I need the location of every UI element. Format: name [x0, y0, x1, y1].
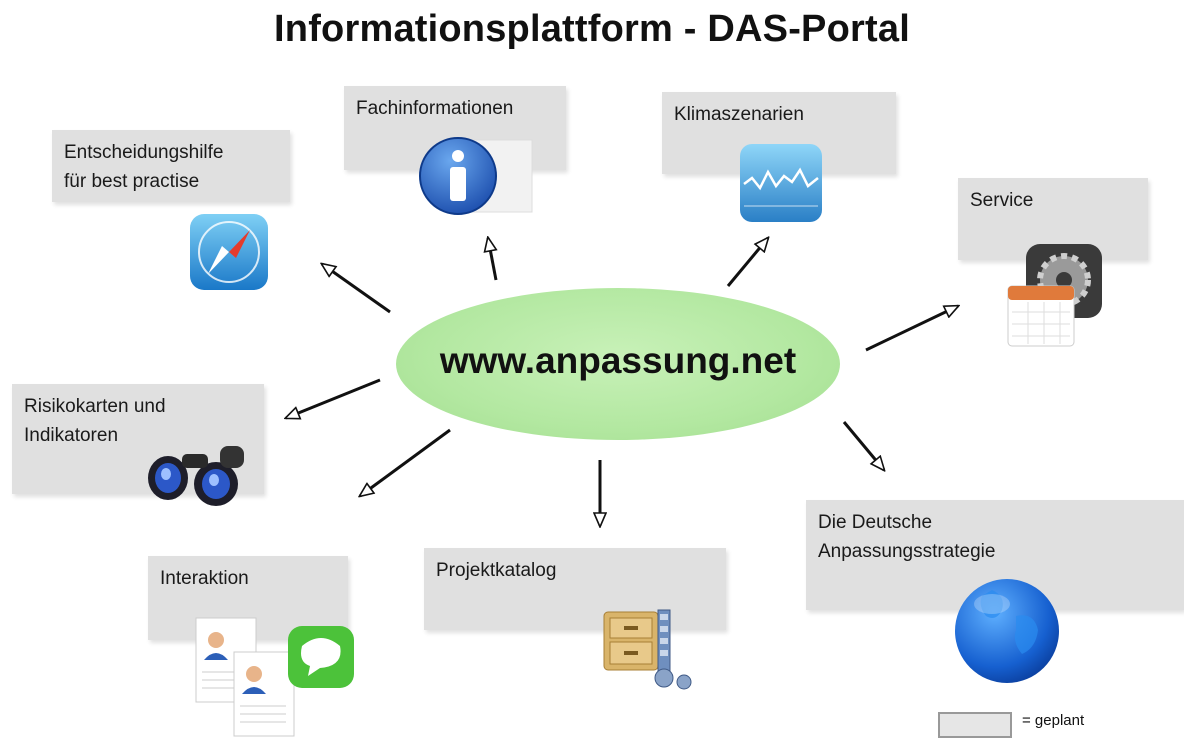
node-entscheidungshilfe: Entscheidungshilfe für best practise	[52, 130, 290, 202]
arrow-to-fachinformationen	[488, 238, 496, 281]
arrow-to-service	[865, 304, 958, 352]
archive-icon	[603, 609, 692, 690]
hub-ellipse	[396, 288, 840, 440]
legend-label: = geplant	[1022, 712, 1085, 729]
node-label: Interaktion	[160, 568, 249, 589]
node-label: Service	[970, 190, 1034, 211]
node-label: Risikokarten und Indikatoren	[24, 396, 166, 446]
node-klimaszenarien: Klimaszenarien	[662, 92, 896, 174]
globe-icon	[955, 579, 1059, 683]
gear-calendar-icon	[1007, 244, 1102, 347]
compass-icon	[190, 214, 268, 290]
legend-box-geplant	[938, 712, 1012, 738]
arrow-to-klimaszenarien	[726, 238, 768, 287]
info-icon	[419, 137, 533, 215]
chart-icon	[740, 144, 822, 222]
arrow-to-entscheidungshilfe	[322, 264, 391, 314]
arrow-to-risikokarten	[286, 378, 381, 418]
node-projektkatalog: Projektkatalog	[424, 548, 726, 630]
node-label: Entscheidungshilfe für best practise	[64, 142, 224, 192]
binoculars-icon	[148, 446, 244, 506]
hub-label: www.anpassung.net	[439, 340, 797, 381]
arrow-to-anpassungsstrategie	[842, 421, 884, 470]
arrow-to-interaktion	[360, 428, 451, 496]
node-label: Fachinformationen	[356, 98, 514, 119]
diagram-title: Informationsplattform - DAS-Portal	[274, 8, 910, 50]
people-message-icon	[195, 617, 354, 737]
node-label: Klimaszenarien	[674, 104, 804, 125]
node-label: Projektkatalog	[436, 560, 557, 581]
node-label: Die Deutsche Anpassungsstrategie	[818, 512, 996, 562]
